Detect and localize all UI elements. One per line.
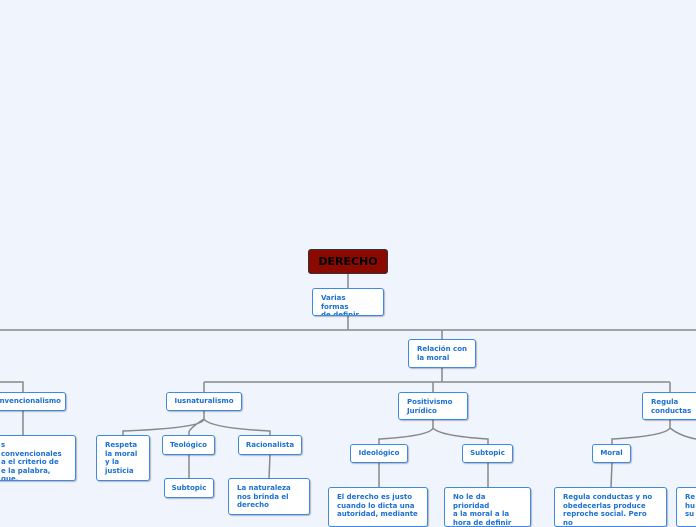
node-relacion-moral[interactable]: Relación con la moral [408,339,476,368]
node-regula-desc[interactable]: Regula conductas y no obedecerlas produc… [554,487,667,527]
node-subtopic-teologico[interactable]: Subtopic [164,478,214,498]
node-subtopic-positivismo[interactable]: Subtopic [462,444,513,463]
node-teologico[interactable]: Teológico [162,435,215,455]
node-convencionalismo[interactable]: nvencionalismo [0,392,66,411]
node-no-prioridad[interactable]: No le da prioridad a la moral a la hora … [444,487,531,527]
connector [611,420,696,444]
node-ideologico[interactable]: Ideológico [350,444,408,463]
connector [0,381,24,435]
root-node-derecho[interactable]: DERECHO [308,249,388,274]
node-racionalista[interactable]: Racionalista [238,435,302,455]
node-derecho-justo[interactable]: El derecho es justo cuando lo dicta una … [328,487,428,527]
connector [188,454,271,479]
node-regula-conductas[interactable]: Regula conductas [642,392,696,420]
node-positivismo-juridico[interactable]: Positivismo Jurídico [398,392,468,420]
node-respeta-moral[interactable]: Respeta la moral y la justicia [96,435,150,481]
connector [122,411,271,435]
node-naturaleza-derecho[interactable]: La naturaleza nos brinda el derecho [228,478,310,515]
node-iusnaturalismo[interactable]: Iusnaturalismo [166,392,242,411]
node-convencionalismo-desc[interactable]: s convencionales a el criterio de e la p… [0,435,76,481]
connector [203,368,671,392]
connector [378,463,489,487]
node-moral[interactable]: Moral [592,444,631,463]
connector [610,462,613,488]
connector [0,316,696,339]
node-partial-right[interactable]: Re hu su [676,487,696,527]
node-varias-formas[interactable]: Varias formas de definir [312,288,384,316]
connector [378,420,489,444]
